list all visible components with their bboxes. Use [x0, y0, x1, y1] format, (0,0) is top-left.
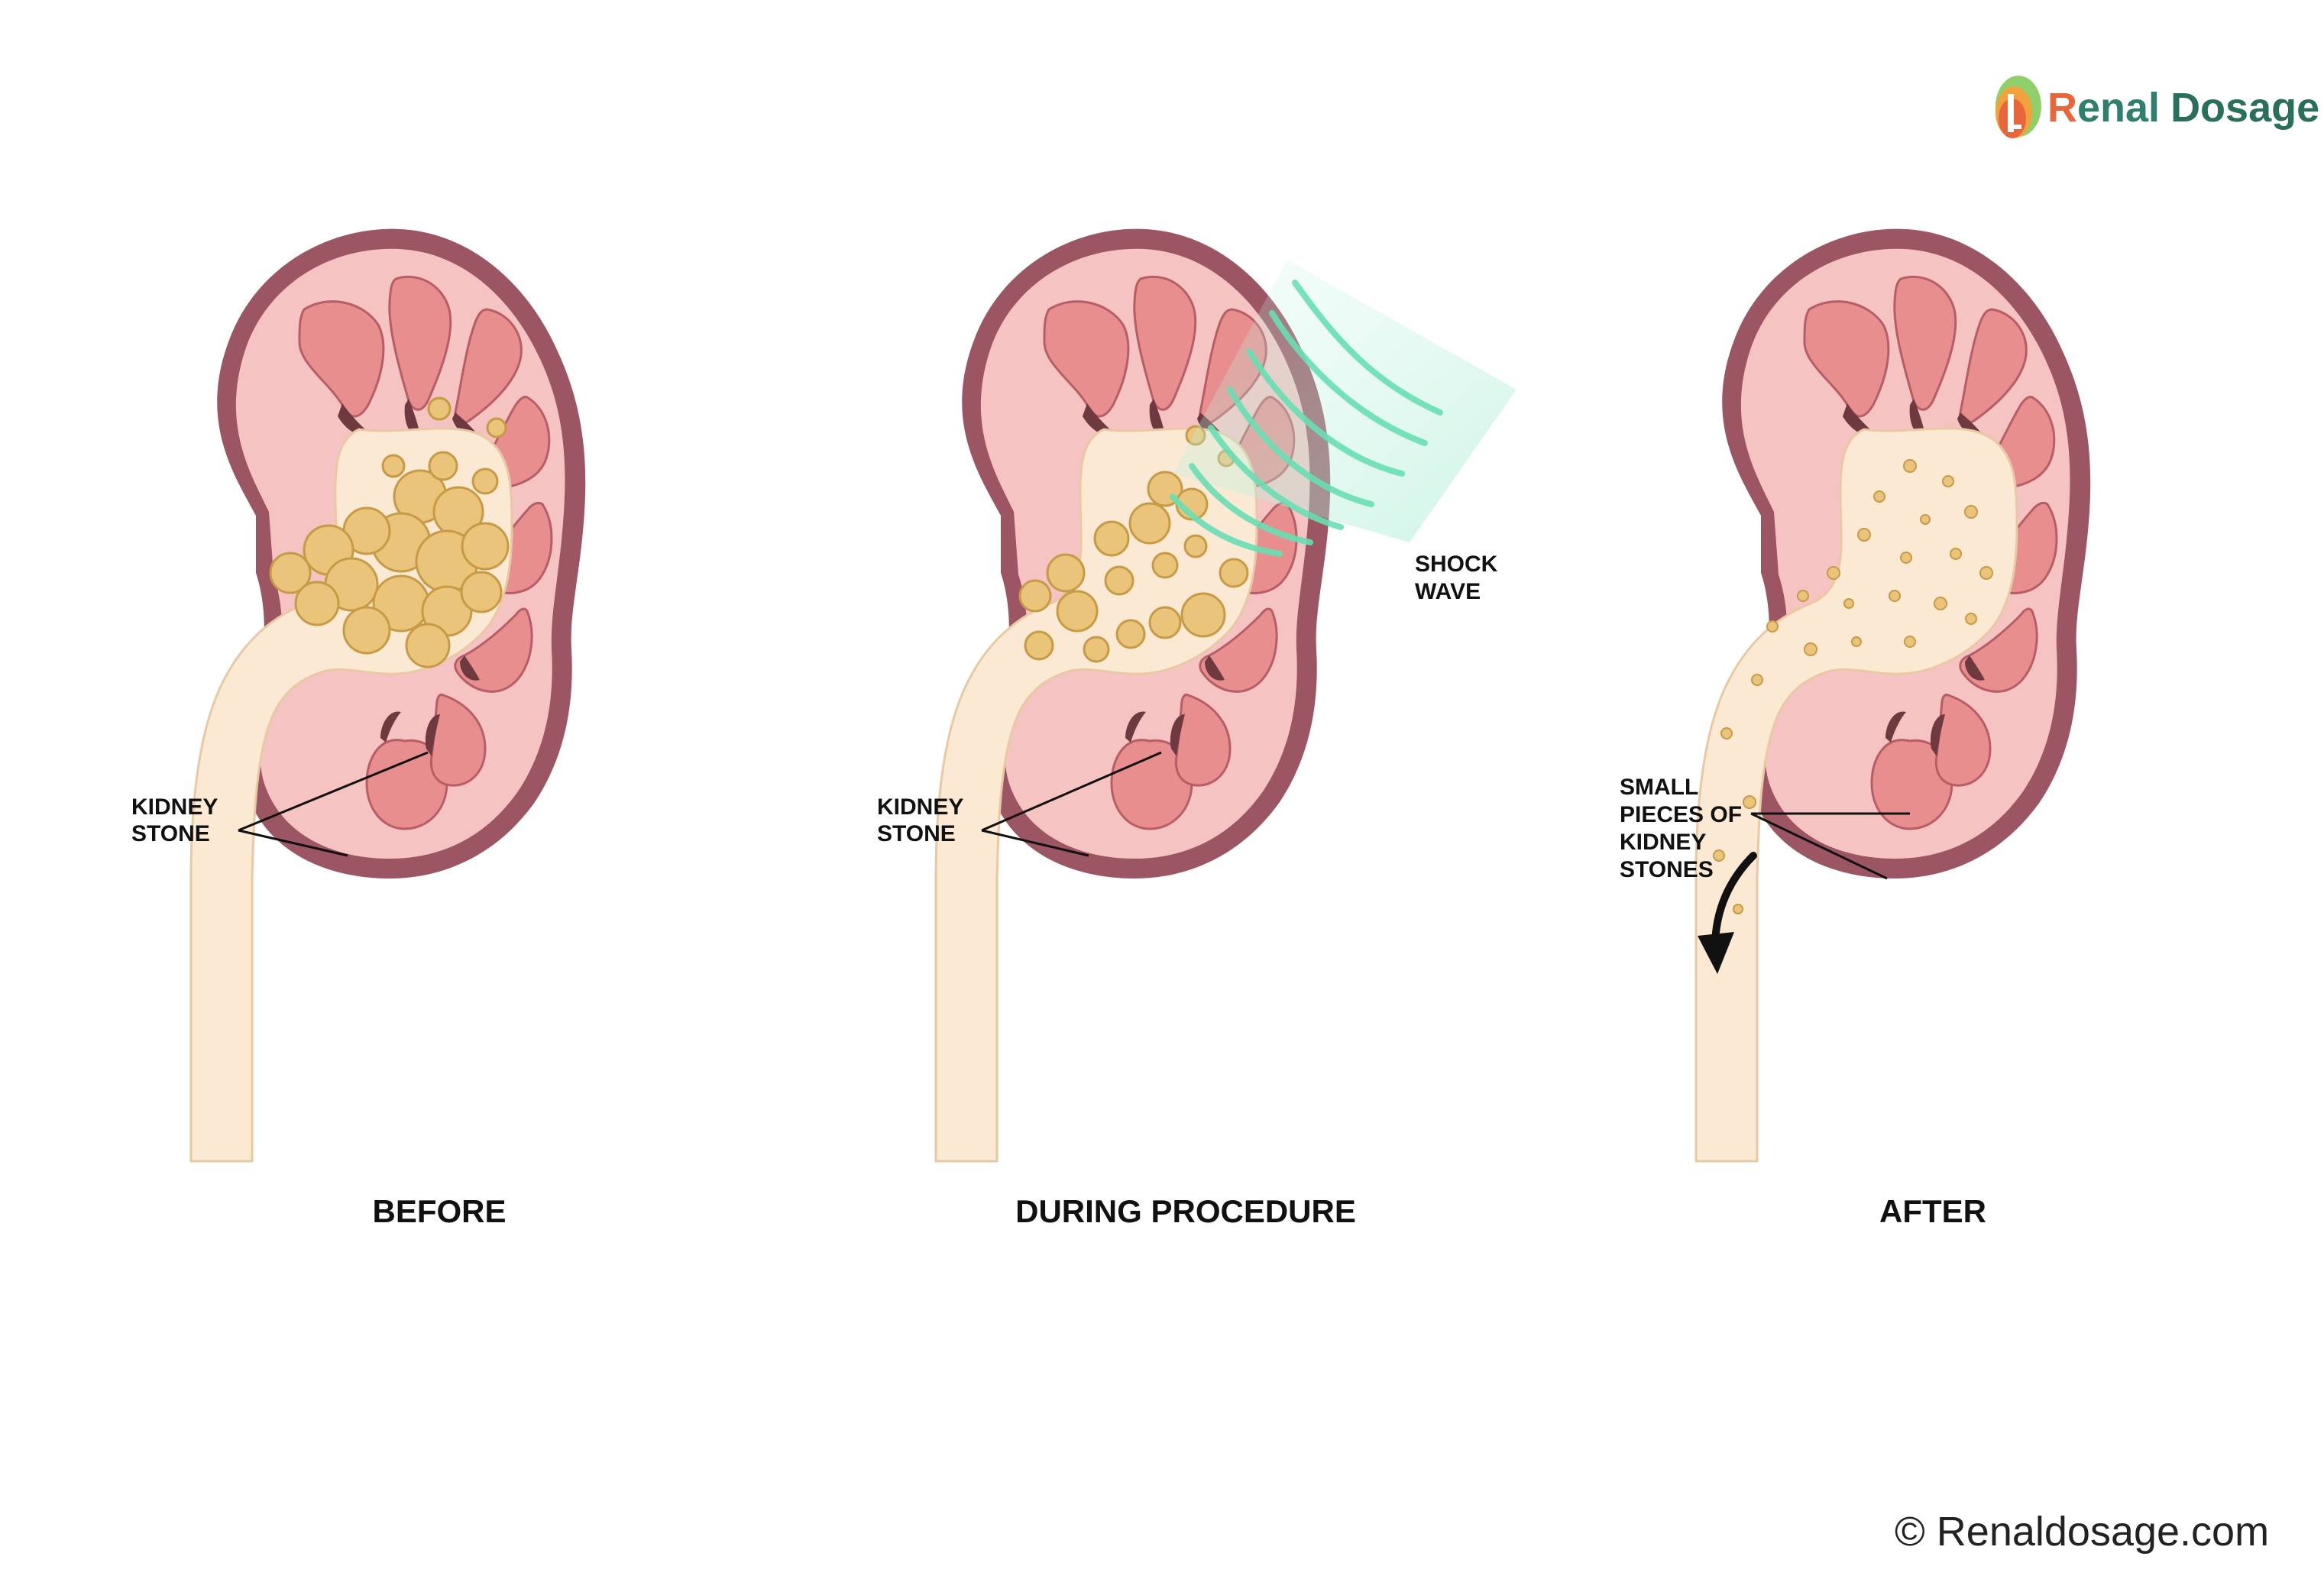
logo-word1-first: R [2047, 85, 2077, 131]
leader-lines [238, 751, 1910, 880]
label-kidney-stone-1a: KIDNEY [131, 794, 218, 820]
caption-before: BEFORE [372, 1193, 506, 1229]
kidney-stone-fragments [1018, 425, 1249, 663]
shock-wave-beam [1170, 260, 1516, 557]
label-small-pieces-c: KIDNEY [1620, 830, 1706, 855]
copyright-credit: © Renaldosage.com [1895, 1509, 2270, 1555]
caption-after: AFTER [1879, 1193, 1986, 1229]
panel-before [189, 228, 587, 1163]
label-shock-wave-a: SHOCK [1415, 552, 1498, 577]
panel-during [934, 228, 1516, 1163]
label-kidney-stone-1b: STONE [131, 821, 210, 846]
logo-mark-icon [1995, 76, 2041, 138]
label-small-pieces-b: PIECES OF [1620, 802, 1742, 827]
small-stone-pieces [1713, 459, 1993, 914]
label-small-pieces-d: STONES [1620, 857, 1714, 882]
caption-during-procedure: DURING PROCEDURE [1015, 1193, 1356, 1229]
logo-word2: Dosage [2170, 85, 2320, 131]
logo-word1-rest: enal [2077, 85, 2161, 131]
label-kidney-stone-2b: STONE [877, 821, 956, 846]
label-shock-wave-b: WAVE [1415, 579, 1481, 604]
kidney-stone-cluster [269, 396, 510, 668]
down-arrow-icon [1698, 852, 1757, 974]
label-kidney-stone-2a: KIDNEY [877, 794, 963, 820]
label-small-pieces-a: SMALL [1620, 775, 1698, 800]
text-labels: KIDNEY STONE KIDNEY STONE SHOCK WAVE SMA… [131, 552, 1986, 1229]
panel-after [1694, 228, 2092, 1163]
